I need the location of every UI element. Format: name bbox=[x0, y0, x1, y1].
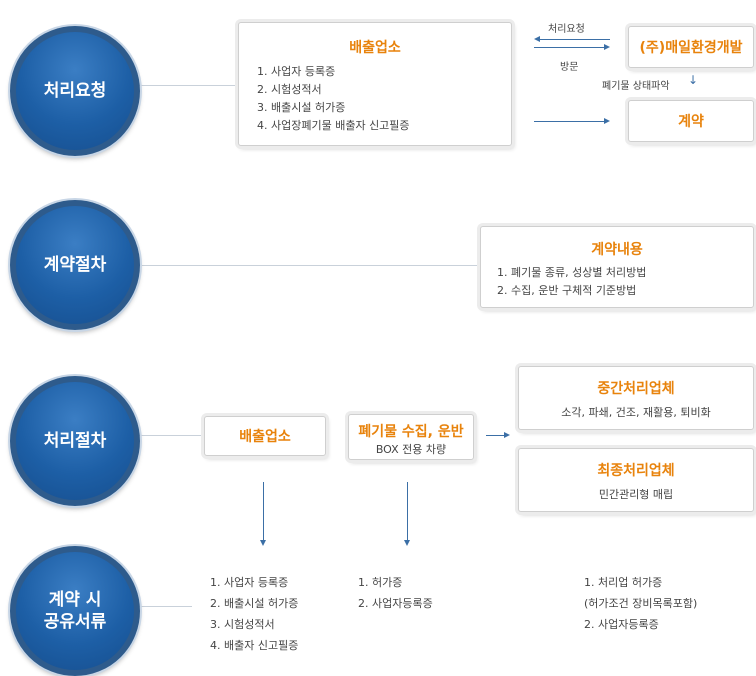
arrow-to-contract-line bbox=[534, 121, 604, 122]
arrow-left-line bbox=[540, 39, 610, 40]
arrow-right-line bbox=[534, 47, 604, 48]
step-documents-line1: 계약 시 bbox=[48, 590, 102, 610]
contract-content-list: 1. 폐기물 종류, 성상별 처리방법 2. 수집, 운반 구체적 기준방법 bbox=[497, 264, 753, 300]
step-documents-circle: 계약 시 공유서류 bbox=[10, 546, 140, 676]
arrow-to-processors-line bbox=[486, 435, 504, 436]
label-request: 처리요청 bbox=[548, 24, 585, 35]
discharger-box-title: 배출업소 bbox=[349, 40, 401, 56]
label-visit: 방문 bbox=[560, 62, 579, 73]
contract-content-box: 계약내용 1. 폐기물 종류, 성상별 처리방법 2. 수집, 운반 구체적 기… bbox=[480, 226, 754, 308]
contract-box: 계약 bbox=[628, 100, 754, 142]
list-item: 1. 허가증 bbox=[358, 576, 403, 589]
arrow-to-processors-head bbox=[504, 432, 510, 438]
arrow-left-head bbox=[534, 36, 540, 42]
arrow-down-discharger-line bbox=[263, 482, 264, 540]
company-box-title: (주)매일환경개발 bbox=[639, 40, 743, 56]
list-item: 1. 처리업 허가증 bbox=[584, 576, 663, 589]
arrow-right-head bbox=[604, 44, 610, 50]
connector-process bbox=[128, 435, 204, 436]
connector-documents bbox=[128, 606, 192, 607]
step-request-circle: 처리요청 bbox=[10, 26, 140, 156]
step-request-label: 처리요청 bbox=[43, 81, 107, 101]
list-item: 1. 사업자 등록증 bbox=[210, 576, 289, 589]
final-sub: 민간관리형 매립 bbox=[598, 488, 674, 501]
arrow-down-discharger-head bbox=[260, 540, 266, 546]
step-contract-circle: 계약절차 bbox=[10, 200, 140, 330]
list-item: 2. 배출시설 허가증 bbox=[210, 597, 299, 610]
step-process-label: 처리절차 bbox=[43, 431, 107, 451]
list-item: 1. 폐기물 종류, 성상별 처리방법 bbox=[497, 266, 647, 279]
intermediate-box: 중간처리업체 소각, 파쇄, 건조, 재활용, 퇴비화 bbox=[518, 366, 754, 430]
final-box: 최종처리업체 민간관리형 매립 bbox=[518, 448, 754, 512]
discharger-box: 배출업소 1. 사업자 등록증 2. 시험성적서 3. 배출시설 허가증 4. … bbox=[238, 22, 512, 146]
intermediate-sub: 소각, 파쇄, 건조, 재활용, 퇴비화 bbox=[561, 406, 711, 419]
arrow-down-transport-line bbox=[407, 482, 408, 540]
final-title: 최종처리업체 bbox=[597, 463, 675, 479]
connector-contract bbox=[128, 265, 480, 266]
connector-request bbox=[128, 85, 238, 86]
step-process-circle: 처리절차 bbox=[10, 376, 140, 506]
list-item: 2. 사업자등록증 bbox=[584, 618, 659, 631]
arrow-down-transport-head bbox=[404, 540, 410, 546]
list-item: 4. 배출자 신고필증 bbox=[210, 639, 299, 652]
contract-content-title: 계약내용 bbox=[591, 242, 643, 258]
process-discharger-box: 배출업소 bbox=[204, 416, 326, 456]
list-item: 2. 시험성적서 bbox=[257, 83, 322, 96]
label-waste-status: 폐기물 상태파악 bbox=[602, 81, 670, 92]
step-documents-line2: 공유서류 bbox=[43, 612, 107, 632]
transport-title: 폐기물 수집, 운반 bbox=[358, 424, 464, 440]
contract-box-title: 계약 bbox=[678, 114, 704, 130]
step-documents-label: 계약 시 공유서류 bbox=[44, 589, 107, 633]
arrow-down-glyph: ↓ bbox=[688, 73, 699, 87]
list-item: 4. 사업장폐기물 배출자 신고필증 bbox=[257, 119, 410, 132]
transport-sub: BOX 전용 차량 bbox=[375, 443, 447, 456]
list-item: 1. 사업자 등록증 bbox=[257, 65, 336, 78]
documents-processor: 1. 처리업 허가증 (허가조건 장비목록포함) 2. 사업자등록증 bbox=[584, 572, 697, 635]
company-box: (주)매일환경개발 bbox=[628, 26, 754, 68]
transport-box: 폐기물 수집, 운반 BOX 전용 차량 bbox=[348, 414, 474, 460]
list-item: 3. 시험성적서 bbox=[210, 618, 275, 631]
process-discharger-title: 배출업소 bbox=[239, 429, 291, 445]
discharger-box-list: 1. 사업자 등록증 2. 시험성적서 3. 배출시설 허가증 4. 사업장폐기… bbox=[257, 63, 511, 135]
list-item: 3. 배출시설 허가증 bbox=[257, 101, 346, 114]
documents-discharger: 1. 사업자 등록증 2. 배출시설 허가증 3. 시험성적서 4. 배출자 신… bbox=[210, 572, 298, 656]
list-item: 2. 수집, 운반 구체적 기준방법 bbox=[497, 284, 637, 297]
list-item: (허가조건 장비목록포함) bbox=[584, 597, 698, 610]
list-item: 2. 사업자등록증 bbox=[358, 597, 433, 610]
step-contract-label: 계약절차 bbox=[43, 255, 107, 275]
documents-transporter: 1. 허가증 2. 사업자등록증 bbox=[358, 572, 433, 614]
intermediate-title: 중간처리업체 bbox=[597, 381, 675, 397]
arrow-to-contract-head bbox=[604, 118, 610, 124]
